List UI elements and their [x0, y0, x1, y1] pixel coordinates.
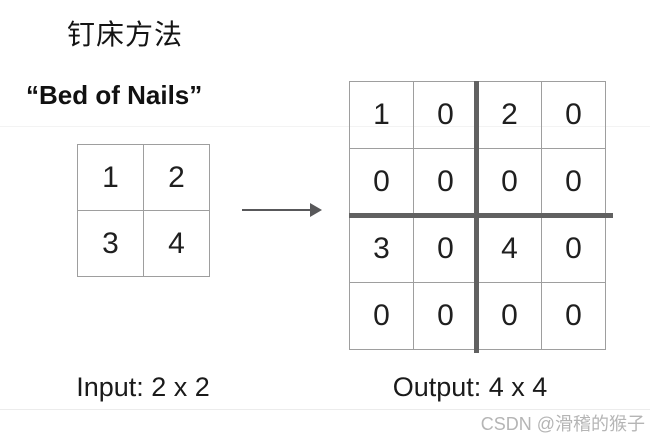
- grid-cell: 0: [477, 148, 542, 216]
- grid-cell: 0: [541, 81, 606, 149]
- grid-cell: 2: [143, 144, 210, 211]
- grid-cell: 3: [77, 210, 144, 277]
- grid-cell: 0: [541, 148, 606, 216]
- grid-cell: 0: [477, 282, 542, 350]
- grid-cell: 3: [349, 215, 414, 283]
- grid-cell: 0: [349, 282, 414, 350]
- grid-cell: 0: [349, 148, 414, 216]
- grid-cell: 4: [477, 215, 542, 283]
- title-chinese: 钉床方法: [67, 19, 184, 50]
- grid-cell: 2: [477, 81, 542, 149]
- grid-cell: 1: [349, 81, 414, 149]
- grid-cell: 0: [413, 81, 478, 149]
- input-grid: 1 2 3 4: [77, 144, 210, 277]
- output-grid-row: 0 0 0 0: [349, 282, 606, 350]
- output-grid-row: 0 0 0 0: [349, 148, 606, 216]
- grid-cell: 0: [541, 215, 606, 283]
- input-grid-row: 3 4: [77, 210, 210, 277]
- grid-cell: 0: [413, 148, 478, 216]
- section-divider-bottom: [0, 409, 650, 410]
- csdn-watermark: CSDN @滑稽的猴子: [480, 414, 645, 434]
- grid-cell: 0: [413, 215, 478, 283]
- input-dimension-label: Input: 2 x 2: [76, 372, 210, 402]
- output-grid: 1 0 2 0 0 0 0 0 3 0 4 0 0 0 0 0: [349, 81, 606, 350]
- output-grid-row: 3 0 4 0: [349, 215, 606, 283]
- right-arrow-head-icon: [310, 203, 322, 217]
- grid-cell: 1: [77, 144, 144, 211]
- section-divider-top: [0, 126, 650, 127]
- output-grid-row: 1 0 2 0: [349, 81, 606, 149]
- title-english: “Bed of Nails”: [26, 80, 203, 110]
- grid-cell: 4: [143, 210, 210, 277]
- right-arrow-icon: [242, 209, 312, 211]
- output-dimension-label: Output: 4 x 4: [392, 372, 548, 402]
- grid-cell: 0: [541, 282, 606, 350]
- output-quadrant-divider-horizontal: [349, 213, 613, 218]
- input-grid-row: 1 2: [77, 144, 210, 211]
- grid-cell: 0: [413, 282, 478, 350]
